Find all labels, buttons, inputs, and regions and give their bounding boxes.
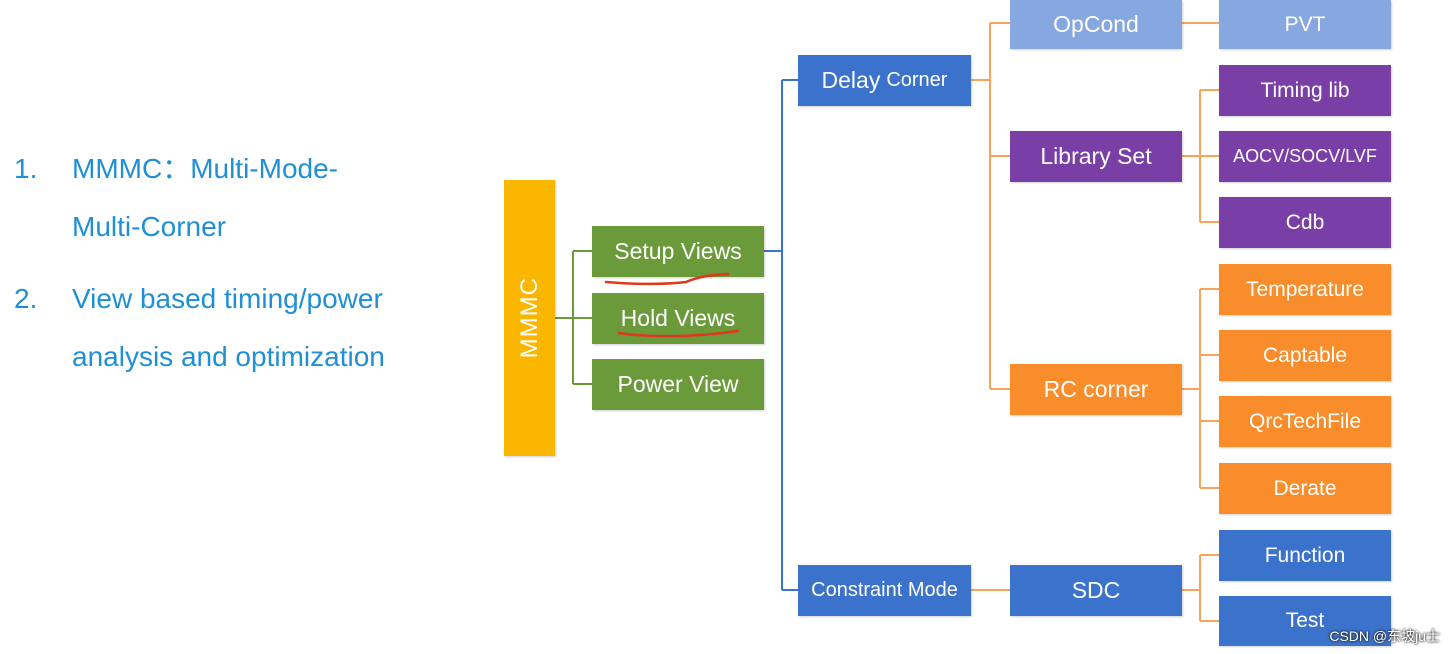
setup-views-node: Setup Views <box>592 226 764 277</box>
aocv-socv-lvf-node: AOCV/SOCV/LVF <box>1219 131 1391 182</box>
delay-corner-label-main: Delay <box>821 67 881 93</box>
setup-views-label: Setup Views <box>614 238 742 264</box>
pvt-node: PVT <box>1219 0 1391 49</box>
hold-views-node: Hold Views <box>592 293 764 344</box>
watermark: CSDN @东坡ju士 <box>1329 628 1440 644</box>
sdc-node: SDC <box>1010 565 1182 616</box>
constraint-mode-node: Constraint Mode <box>798 565 971 616</box>
test-label: Test <box>1285 609 1325 632</box>
constraint-mode-label: Constraint Mode <box>811 579 958 601</box>
derate-label: Derate <box>1273 476 1337 500</box>
delay-corner-node: Delay Corner <box>798 55 971 106</box>
power-view-node: Power View <box>592 359 764 410</box>
timing-lib-label: Timing lib <box>1260 78 1350 102</box>
cdb-node: Cdb <box>1219 197 1391 248</box>
bullet-number: 2. <box>14 283 38 314</box>
hold-views-underline <box>617 329 740 338</box>
timing-lib-node: Timing lib <box>1219 65 1391 116</box>
bullet-text-line1: View based timing/power <box>72 283 383 314</box>
opcond-label: OpCond <box>1053 11 1139 37</box>
library-set-label: Library Set <box>1040 143 1152 169</box>
bullet-text-line1: MMMC：Multi-Mode- <box>72 153 339 184</box>
mmmc-root-node: MMMC <box>504 180 555 456</box>
bullet-text-line2: Multi-Corner <box>72 211 227 242</box>
function-label: Function <box>1264 543 1346 567</box>
qrctechfile-node: QrcTechFile <box>1219 396 1391 447</box>
setup-views-underline <box>604 272 730 286</box>
hold-views-label: Hold Views <box>620 305 736 331</box>
library-set-node: Library Set <box>1010 131 1182 182</box>
qrctechfile-label: QrcTechFile <box>1248 409 1362 433</box>
bullet-text-line2: analysis and optimization <box>72 341 385 372</box>
rc-corner-node: RC corner <box>1010 364 1182 415</box>
derate-node: Derate <box>1219 463 1391 514</box>
function-node: Function <box>1219 530 1391 581</box>
bullet-number: 1. <box>14 153 38 184</box>
sdc-label: SDC <box>1071 577 1121 603</box>
pvt-label: PVT <box>1284 12 1326 36</box>
captable-label: Captable <box>1262 343 1348 367</box>
power-view-label: Power View <box>617 371 739 397</box>
delay-corner-label-rest: Corner <box>886 69 948 91</box>
temperature-node: Temperature <box>1219 264 1391 315</box>
cdb-label: Cdb <box>1285 210 1325 234</box>
opcond-node: OpCond <box>1010 0 1182 49</box>
rc-corner-label: RC corner <box>1043 376 1149 402</box>
temperature-label: Temperature <box>1246 277 1364 301</box>
captable-node: Captable <box>1219 330 1391 381</box>
aocv-socv-lvf-label: AOCV/SOCV/LVF <box>1233 146 1377 166</box>
test-node: Test <box>1219 596 1391 646</box>
